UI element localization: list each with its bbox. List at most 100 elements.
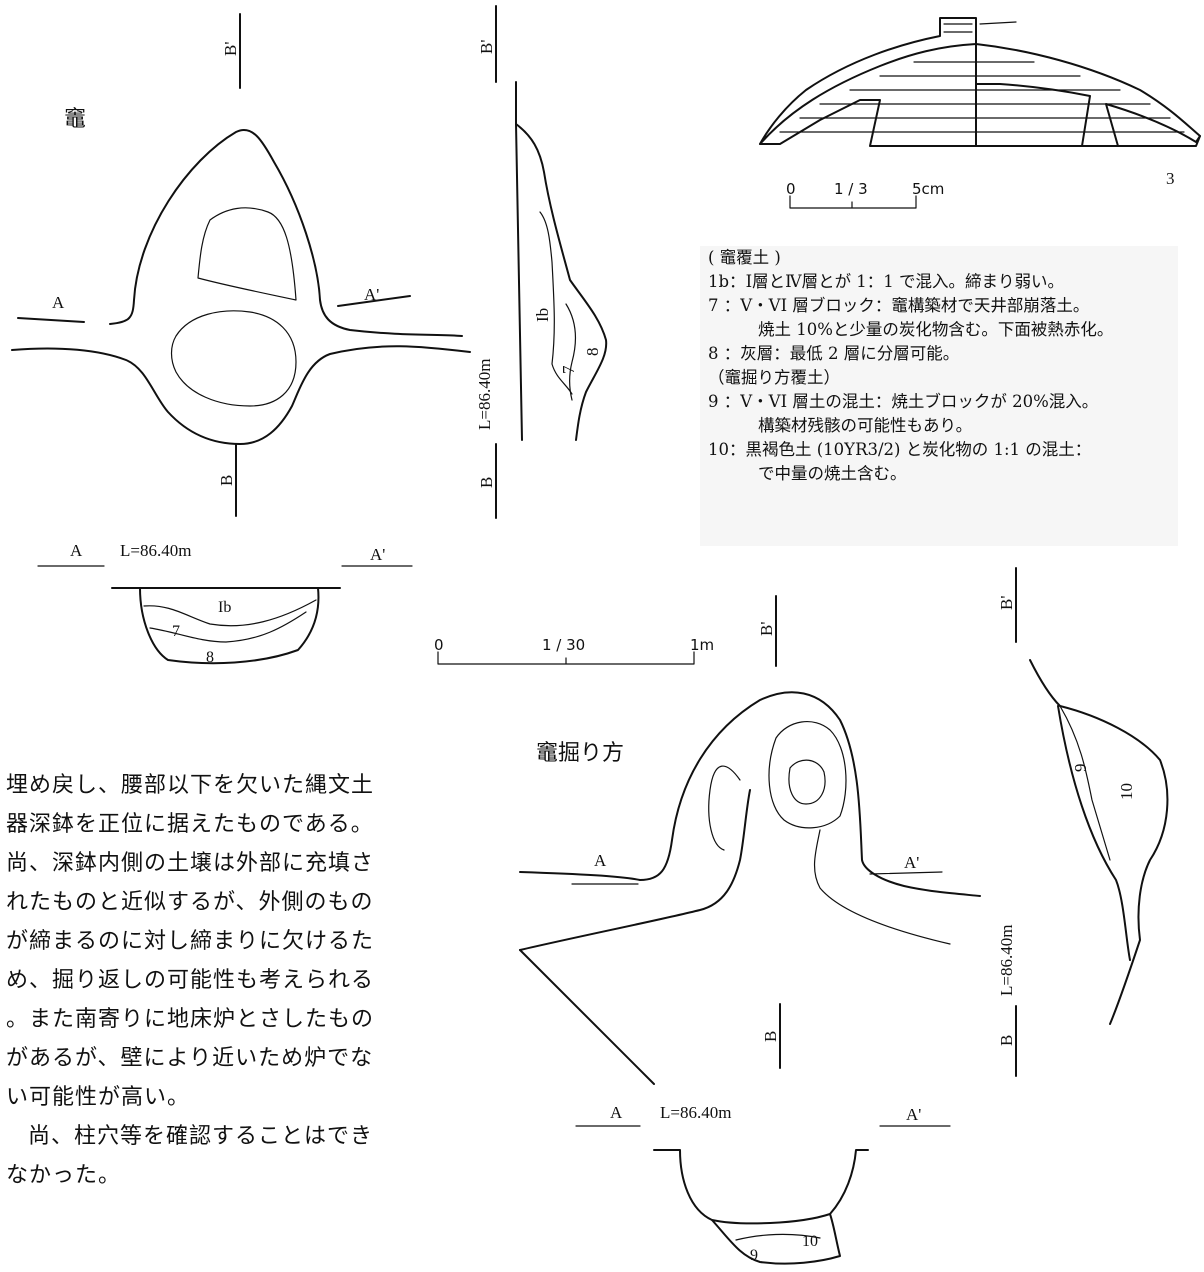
legend-item-label: 8 ： [708, 344, 741, 363]
legend-item-1b: 1b：Ⅰ層とⅣ層とが 1：1 で混入。締まり弱い。 [700, 270, 1178, 294]
profile-layer-ib [539, 211, 573, 395]
artifact-right-half [975, 43, 1201, 147]
legend-item-text: 灰層：最低 2 層に分層可能。 [740, 344, 960, 363]
section-pit [139, 587, 320, 665]
horikata-label-b: B [761, 1031, 780, 1042]
horikata-outline-lower-left [519, 789, 751, 951]
hprofile-level-label: L=86.40m [997, 925, 1016, 996]
legend-item-label: 10： [708, 440, 746, 459]
kamado-plan: 竈 B' A A' B [11, 13, 471, 517]
legend-item-8: 8 ：灰層：最低 2 層に分層可能。 [700, 342, 1178, 366]
body-line: が締まるのに対し締まりに欠けるた [6, 929, 375, 954]
body-line: れたものと近似するが、外側のもの [6, 890, 374, 915]
body-line: があるが、壁により近いため炉でな [6, 1046, 374, 1071]
section-level-label: L=86.40m [120, 541, 191, 560]
hsection-label-9: 9 [750, 1247, 758, 1264]
legend-item-text: V・VI 層ブロック：竈構築材で天井部崩落土。 [740, 296, 1090, 315]
profile-wall [515, 81, 523, 441]
legend-item-text: Ⅰ層とⅣ層とが 1：1 で混入。締まり弱い。 [745, 272, 1065, 291]
horikata-outline-right [813, 829, 951, 945]
legend-heading-kamado: ( 竈覆土 ) [708, 248, 781, 267]
scale-bar-large: 0 1 / 30 1m [434, 636, 714, 665]
legend-item-10-cont: で中量の焼土含む。 [758, 464, 907, 483]
point-label-b-prime: B' [221, 42, 240, 56]
profile-label-b: B [477, 477, 496, 488]
artifact-base-left [759, 43, 977, 147]
body-line: 。また南寄りに地床炉とさしたもの [6, 1007, 375, 1032]
hprofile-label-b: B [997, 1035, 1016, 1046]
profile-label-8: 8 [583, 348, 602, 357]
kamado-inner-upper [197, 207, 297, 301]
body-line: なかった。 [6, 1163, 122, 1188]
artifact-knob-lines [943, 21, 1017, 33]
section-layer-ib [143, 599, 317, 627]
hprofile-layer-9 [1059, 705, 1111, 861]
point-label-a: A [52, 293, 65, 312]
legend-item-9: 9 ：V・VI 層土の混土：焼土ブロックが 20%混入。 [700, 390, 1178, 414]
section-label-8: 8 [206, 649, 214, 666]
horikata-label-b-prime: B' [757, 622, 776, 636]
horikata-inner-oval [768, 721, 847, 829]
body-line: い可能性が高い。 [6, 1085, 191, 1110]
horikata-section-aa: A L=86.40m A' 9 10 [575, 1103, 951, 1265]
horikata-label-a-prime: A' [904, 853, 919, 872]
scale-small-zero: 0 [786, 180, 796, 198]
horikata-profile-bb: B' 9 10 L=86.40m B [997, 567, 1169, 1077]
profile-outer [515, 123, 608, 441]
scale-large-ratio: 1 / 30 [542, 636, 585, 654]
legend-item-7: 7 ：V・VI 層ブロック：竈構築材で天井部崩落土。 [700, 294, 1178, 318]
hprofile-label-10: 10 [1117, 783, 1136, 800]
scale-small-ratio: 1 / 3 [834, 180, 868, 198]
hsection-label-a-prime: A' [906, 1105, 921, 1124]
hsection-label-10: 10 [802, 1233, 818, 1250]
legend-item-10: 10：黒褐色土 (10YR3/2) と炭化物の 1:1 の混土： [700, 438, 1178, 462]
legend-heading-horikata: （竈掘り方覆土） [708, 368, 840, 387]
section-label-a-prime: A' [370, 545, 385, 564]
legend-item-9-cont: 構築材残骸の可能性もあり。 [758, 416, 973, 435]
hprofile-outer [1029, 659, 1169, 1025]
horikata-inner-left [708, 765, 741, 851]
horikata-plan: 竈掘り方 B' A A' B [519, 595, 981, 1085]
hsection-lower [711, 1213, 841, 1265]
section-label-ib: Ib [218, 599, 231, 616]
body-line: め、掘り返しの可能性も考えられる [6, 968, 375, 993]
section-line-a-prime [337, 295, 411, 307]
scale-small-end: 5cm [912, 180, 944, 198]
kamado-inner-lower [170, 310, 297, 407]
body-text: 埋め戻し、腰部以下を欠いた縄文土 器深鉢を正位に据えたものである。 尚、深鉢内側… [6, 766, 406, 1195]
scale-bar-small: 0 1 / 3 5cm [786, 180, 944, 209]
horikata-inner-core [788, 759, 826, 805]
legend-item-7-cont: 焼土 10%と少量の炭化物含む。下面被熱赤化。 [758, 320, 1114, 339]
legend-item-label: 1b： [708, 272, 746, 291]
hprofile-label-9: 9 [1071, 764, 1090, 773]
section-label-a: A [70, 541, 83, 560]
horikata-line-a-prime [869, 871, 943, 875]
body-line: 尚、深鉢内側の土壌は外部に充填さ [6, 851, 375, 876]
layer-legend: ( 竈覆土 ) 1b：Ⅰ層とⅣ層とが 1：1 で混入。締まり弱い。 7 ：V・V… [700, 246, 1178, 546]
artifact-hatch-right [975, 61, 1185, 133]
point-label-b: B [217, 475, 236, 486]
section-line-a [17, 317, 85, 323]
artifact-3-drawing: 3 [759, 17, 1201, 188]
profile-label-ib: Ib [533, 308, 552, 322]
artifact-number: 3 [1166, 169, 1175, 188]
hsection-layer-line [735, 1233, 821, 1241]
profile-label-b-prime: B' [477, 40, 496, 54]
kamado-outline-lower [11, 345, 471, 445]
kamado-profile-bb: B' Ib 7 8 L=86.40m B [475, 5, 608, 519]
legend-item-text: V・VI 層土の混土：焼土ブロックが 20%混入。 [740, 392, 1099, 411]
body-line: 埋め戻し、腰部以下を欠いた縄文土 [6, 773, 375, 798]
kamado-outline-upper [109, 129, 463, 337]
hsection-label-a: A [610, 1103, 623, 1122]
scale-small-bar [789, 195, 917, 209]
scale-large-end: 1m [690, 636, 714, 654]
section-layer-7 [149, 611, 307, 643]
profile-label-7: 7 [559, 365, 578, 374]
legend-item-text: 黒褐色土 (10YR3/2) と炭化物の 1:1 の混土： [745, 440, 1092, 459]
profile-layer-7 [565, 303, 576, 401]
artifact-base-right [975, 135, 1201, 147]
kamado-section-aa: A L=86.40m A' Ib 7 8 [37, 541, 413, 666]
artifact-left-half [759, 17, 977, 145]
artifact-hatch-left [779, 61, 977, 133]
profile-level-label: L=86.40m [475, 359, 494, 430]
